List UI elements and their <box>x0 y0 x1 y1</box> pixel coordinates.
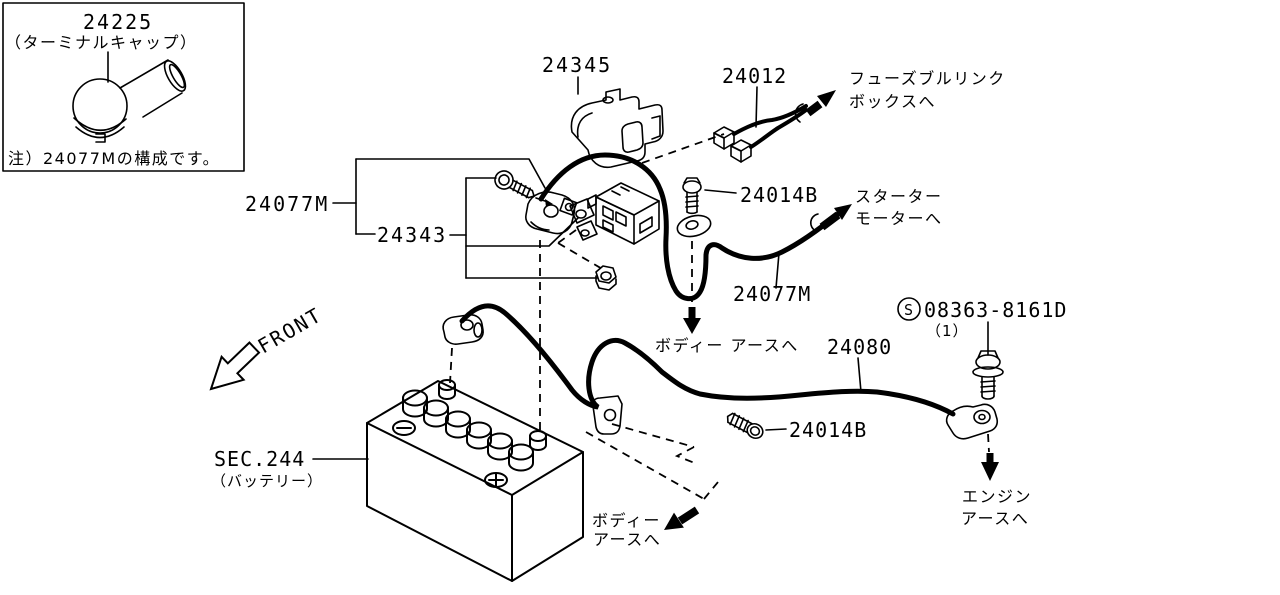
label-24343: 24343 <box>377 223 447 247</box>
dest-fusible-link-line2: ボックスへ <box>849 92 936 111</box>
battery-drawing <box>366 379 584 582</box>
front-arrow-icon <box>209 341 261 391</box>
terminal-nut <box>595 265 617 291</box>
fusible-wire-break <box>794 103 804 123</box>
starter-cable-break <box>810 213 819 232</box>
dest-engine-earth-line1: エンジン <box>962 487 1032 506</box>
negative-post-dashed-line <box>449 347 453 384</box>
label-24077m-left: 24077M <box>245 192 329 216</box>
label-front: FRONT <box>254 302 327 358</box>
label-24345: 24345 <box>542 53 612 77</box>
label-24077m-right: 24077M <box>733 282 811 306</box>
bolt-24014b-top <box>682 177 702 215</box>
dest-body-earth-bottom-line2: アースへ <box>593 530 661 549</box>
label-08363-8161d: 08363-8161D <box>924 298 1067 322</box>
label-sec244: SEC.244 <box>214 447 305 471</box>
dest-starter-line1: スターター <box>855 187 943 206</box>
note-box-note: 注）24077Mの構成です。 <box>8 149 220 168</box>
engine-earth-dashed-line <box>987 433 990 453</box>
negative-terminal-clamp <box>442 314 484 345</box>
fusible-link-wire <box>732 104 808 136</box>
screw-08363-drawing <box>972 350 1004 400</box>
label-24014b-bottom: 24014B <box>789 418 867 442</box>
minus-symbol <box>392 420 416 436</box>
ground-cable-24080 <box>459 303 956 417</box>
positive-cable <box>538 152 841 302</box>
ground-eyelet <box>676 214 712 238</box>
label-s-symbol: S <box>904 301 913 319</box>
terminal-cap-drawing <box>72 59 187 143</box>
fusible-link-connectors <box>713 126 752 163</box>
leader-lines-left <box>332 158 598 279</box>
note-box-part-name: （ターミナルキャップ） <box>5 33 198 52</box>
engine-earth-arrow-icon <box>981 453 999 481</box>
dest-body-earth-bottom-line1: ボディー <box>592 511 661 530</box>
note-box: 24225 （ターミナルキャップ） 注）24077Mの構成です。 <box>2 2 245 172</box>
label-24080: 24080 <box>827 335 892 359</box>
ring-terminal <box>945 403 999 440</box>
battery-cell-caps <box>402 389 534 472</box>
starter-arrow-icon <box>819 204 852 231</box>
label-24014b-top: 24014B <box>740 183 818 207</box>
dest-fusible-link-line1: フューズブルリンク <box>849 69 1006 88</box>
fusible-link-block <box>587 182 660 245</box>
note-box-part-number: 24225 <box>83 10 153 34</box>
fusible-link-wire-2 <box>749 108 808 149</box>
fusebox-arrow-icon <box>805 90 836 117</box>
dest-starter-line2: モーターへ <box>855 209 943 228</box>
battery-posts <box>438 379 547 451</box>
washer-plates <box>569 198 598 241</box>
dest-body-earth-mid: ボディー アースへ <box>655 336 799 355</box>
body-earth-arrow-icon <box>683 307 701 334</box>
bolt-24014b-bottom <box>726 412 764 440</box>
plus-symbol <box>484 472 508 488</box>
hidden-panel-dashed <box>585 423 719 500</box>
ground-mid-bracket <box>592 395 623 435</box>
label-24012: 24012 <box>722 64 787 88</box>
assembly-dashed-lines <box>539 133 725 432</box>
body-earth-arrow-bottom-icon <box>664 506 700 530</box>
label-screw-qty: （1） <box>926 322 969 340</box>
screw-label: S 08363-8161D （1） <box>897 297 1067 340</box>
positive-terminal-clamp <box>525 191 578 235</box>
label-battery-name: （バッテリー） <box>211 472 323 490</box>
dest-engine-earth-line2: アースへ <box>961 509 1029 528</box>
